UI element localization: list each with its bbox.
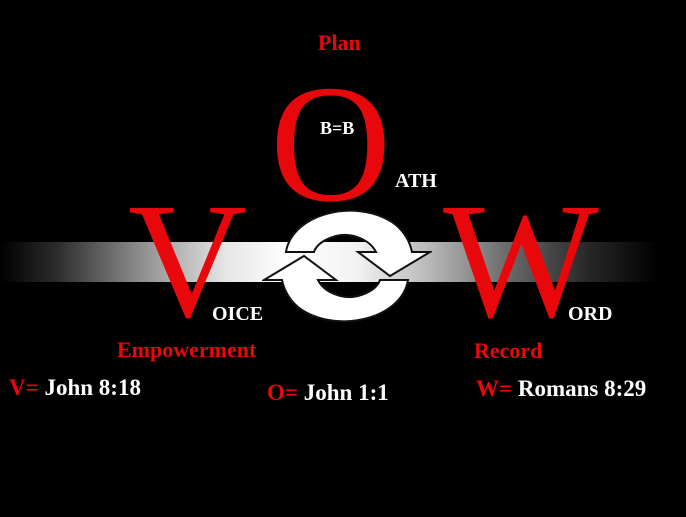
b-equals-b-label: B=B bbox=[320, 118, 355, 138]
big-o-letter: O bbox=[270, 51, 391, 237]
gradient-band bbox=[0, 242, 686, 282]
v-prefix: V= bbox=[9, 375, 39, 400]
empowerment-label: Empowerment bbox=[117, 337, 257, 362]
v-ref-text: John 8:18 bbox=[44, 375, 141, 400]
cycle-arrows-icon bbox=[262, 209, 432, 323]
plan-label: Plan bbox=[318, 30, 361, 55]
w-ref-text: Romans 8:29 bbox=[517, 376, 647, 401]
oice-suffix: OICE bbox=[212, 303, 264, 325]
ord-suffix: ORD bbox=[568, 303, 613, 325]
w-reference: W= Romans 8:29 bbox=[476, 376, 646, 402]
big-v-letter: V bbox=[128, 169, 248, 352]
oath-suffix: ATH bbox=[395, 170, 437, 192]
o-reference: O= John 1:1 bbox=[267, 380, 389, 406]
o-prefix: O= bbox=[267, 380, 298, 405]
v-reference: V= John 8:18 bbox=[9, 375, 141, 401]
w-prefix: W= bbox=[476, 376, 513, 401]
big-w-letter: W bbox=[443, 169, 599, 352]
cycle-arrow-bottom bbox=[262, 254, 410, 323]
o-ref-text: John 1:1 bbox=[303, 380, 389, 405]
cycle-arrow-top bbox=[284, 209, 432, 278]
record-label: Record bbox=[474, 338, 543, 363]
